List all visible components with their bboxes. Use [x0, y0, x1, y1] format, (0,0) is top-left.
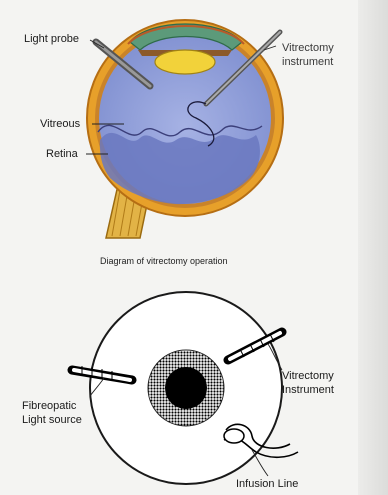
label-vitrectomy-instrument-top-line1: Vitrectomy	[282, 42, 334, 55]
lens	[155, 50, 215, 74]
eye-front-view	[72, 292, 298, 484]
label-infusion-line: Infusion Line	[236, 478, 298, 491]
label-vitrectomy-instrument-bottom-line1: Vitrectomy	[282, 370, 334, 383]
eye-cross-section	[87, 20, 283, 238]
label-vitrectomy-instrument-top-line2: instrument	[282, 56, 333, 69]
label-fibreopatic-line2: Light source	[22, 414, 82, 427]
label-light-probe: Light probe	[24, 33, 79, 46]
label-fibreopatic-line1: Fibreopatic	[22, 400, 76, 413]
label-vitreous: Vitreous	[40, 118, 80, 131]
pupil	[165, 367, 207, 409]
figure-caption: Diagram of vitrectomy operation	[100, 256, 228, 266]
label-vitrectomy-instrument-bottom-line2: Instrument	[282, 384, 334, 397]
label-retina: Retina	[46, 148, 78, 161]
